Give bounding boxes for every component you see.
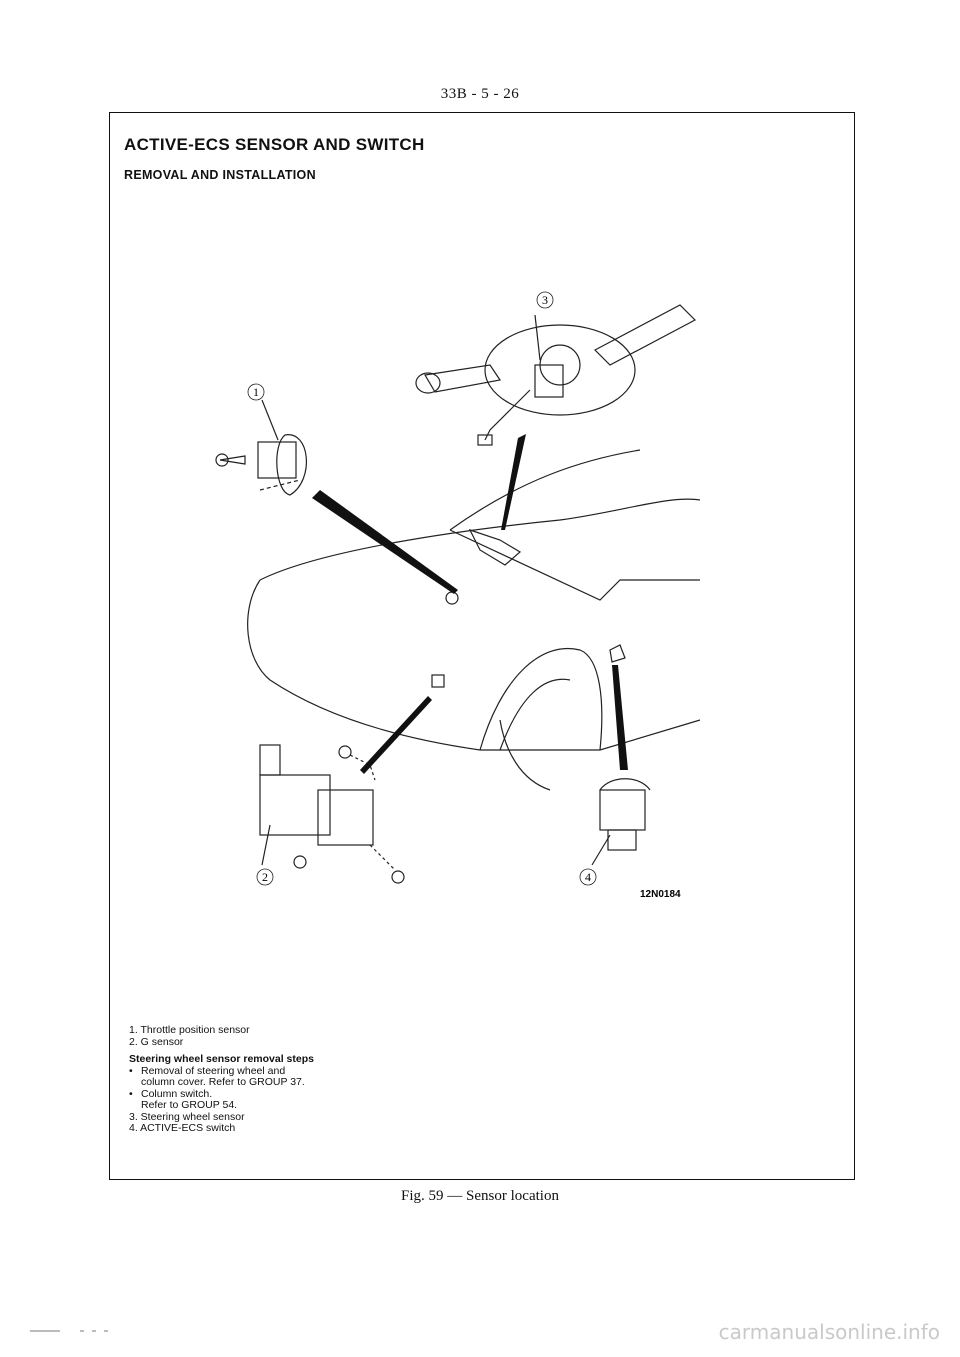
car-windshield-lower [449,529,700,601]
car-windshield [449,449,641,531]
wire-harness [484,389,531,441]
watermark: carmanualsonline.info [718,1320,940,1344]
g-sensor-bracket [317,789,374,846]
callout-2: 2 [262,870,268,884]
car-hood-outline [259,498,701,581]
g-sensor-on-car [431,674,445,688]
callout-3: 3 [542,293,548,307]
g-sensor-connector [259,744,281,776]
active-ecs-switch-4 [599,789,646,831]
throttle-screw [219,455,246,465]
pointer-arrow-1 [312,490,458,594]
sensor-location-illustration: 1 2 3 4 12N0184 [215,291,701,900]
throttle-position-sensor-1 [257,441,297,479]
leader-1 [261,399,279,441]
right-stalk [594,304,696,366]
connector [477,434,493,446]
legend-item-1: 1. Throttle position sensor [129,1024,250,1036]
dashed-line-2 [349,754,376,781]
dashed-line-3 [369,844,396,871]
legend-step-4: 4. ACTIVE-ECS switch [129,1122,236,1134]
section-title: ACTIVE-ECS SENSOR AND SWITCH [124,135,425,154]
car-front-outline [247,579,481,751]
callout-labels: 1 2 3 4 12N0184 [247,291,681,900]
figure-caption: Fig. 59 — Sensor location [401,1188,559,1204]
legend-bullet-1-cont: column cover. Refer to GROUP 37. [141,1076,305,1088]
g-screw-1 [338,745,352,759]
leader-4 [591,834,611,866]
legend-bullet-2: Column switch. [129,1088,314,1101]
g-screw-3 [391,870,405,884]
pointer-arrow-2 [360,696,432,774]
leader-2 [261,824,271,866]
car-lower-outline [480,719,701,751]
legend-steps-heading: Steering wheel sensor removal steps [129,1053,314,1065]
switch-lower-body [607,829,637,851]
legend-item-2: 2. G sensor [129,1035,184,1048]
figure-frame [109,112,855,1180]
pointer-arrow-3 [501,434,526,530]
scan-artifact [30,1330,108,1332]
pointer-arrow-4 [612,665,628,770]
steering-sensor-on-car [468,528,522,566]
page-number: 33B - 5 - 26 [440,86,520,102]
column-switch-body [484,324,636,416]
left-stalk-end [415,372,441,394]
throttle-flange [276,434,308,496]
g-screw-2 [293,855,307,869]
sensor-bracket [534,364,564,398]
wheel-inner-line [499,719,551,791]
wheel-arch-inner [499,678,571,751]
legend-step-3: 3. Steering wheel sensor [129,1110,245,1123]
throttle-on-car [445,591,459,605]
callout-4: 4 [585,870,591,884]
wheel-arch [479,648,603,751]
legend-bullet-1: Removal of steering wheel and [129,1065,314,1078]
callout-circle-4 [579,868,597,886]
callout-circle-1 [247,383,265,401]
throttle-screw-head [215,453,229,467]
g-sensor-2 [259,774,331,836]
callout-1: 1 [253,385,259,399]
left-stalk [424,364,502,393]
callout-circle-2 [256,868,274,886]
figure-legend: 1. Throttle position sensor 2. G sensor … [129,1024,314,1135]
switch-top [599,778,651,791]
legend-bullet-2-cont: Refer to GROUP 54. [141,1099,238,1111]
callout-circle-3 [536,291,554,309]
leader-3 [534,314,541,361]
switch-on-car [609,644,626,663]
figure-code: 12N0184 [640,889,681,900]
section-subtitle: REMOVAL AND INSTALLATION [124,168,316,182]
